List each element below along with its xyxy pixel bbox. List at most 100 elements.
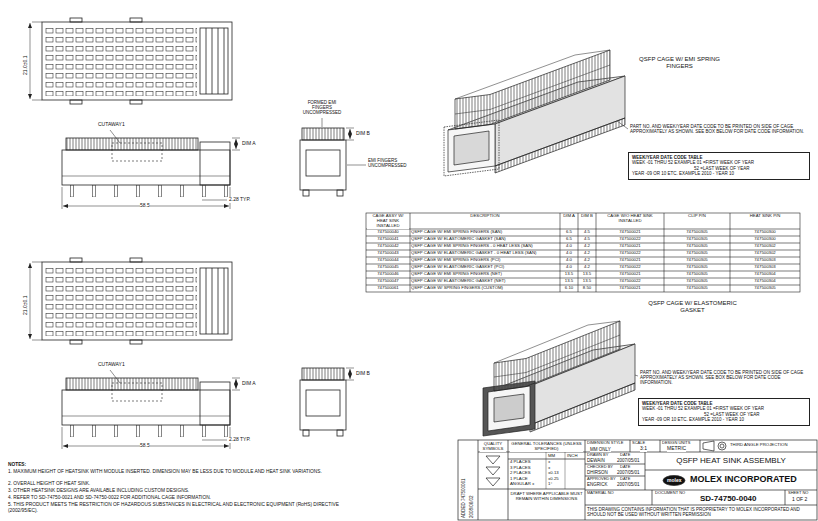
box-heading: WEEK/YEAR DATE CODE TABLE bbox=[632, 155, 806, 160]
table-cell: 4.2 bbox=[579, 258, 595, 263]
table-cell: 4.0 bbox=[561, 244, 577, 249]
title-block-text: METRIC bbox=[667, 446, 686, 452]
table-cell: 747500043 bbox=[367, 251, 409, 256]
table-cell: 13.5 bbox=[579, 279, 595, 284]
table-cell: 747500305 bbox=[665, 244, 729, 249]
title-block-text: 2007/05/01 bbox=[617, 458, 640, 463]
title-block-text: 3:1 bbox=[640, 446, 647, 452]
title-block-text: INCH bbox=[567, 454, 578, 459]
title-block-text: SCALE bbox=[632, 441, 645, 446]
callout-note: PART NO. AND WEEK/YEAR DATE CODE TO BE P… bbox=[630, 124, 808, 134]
dimension-label: 21.0±0.1 bbox=[23, 56, 29, 75]
table-cell: 747500021 bbox=[597, 272, 663, 277]
dimension-label: CUTAWAY1 bbox=[98, 362, 125, 368]
part-table-grid bbox=[366, 213, 800, 292]
table-cell: 4.2 bbox=[579, 265, 595, 270]
table-cell: CLIP P/N bbox=[665, 214, 729, 219]
title-block-text: MOLEX INCORPORATED bbox=[690, 474, 797, 484]
table-cell: 747500304 bbox=[731, 272, 799, 277]
title-block-text: molex bbox=[667, 478, 681, 484]
table-cell: DIM B bbox=[579, 214, 595, 219]
dimension-label: 2.28 TYP. bbox=[229, 437, 251, 443]
table-cell: 747500302 bbox=[731, 251, 799, 256]
dimension-label: DIM B bbox=[356, 371, 370, 377]
title-block-text: ±0.13 bbox=[548, 471, 559, 476]
table-cell: 747500046 bbox=[367, 272, 409, 277]
title-block-text: GENERAL TOLERANCES (UNLESS SPECIFIED) bbox=[510, 442, 583, 452]
table-cell: 747500040 bbox=[367, 230, 409, 235]
box-text: 52 =LAST WEEK OF YEAR bbox=[642, 412, 806, 417]
title-block-text: 4 PLACES bbox=[510, 460, 531, 465]
date-code-box: WEEK/YEAR DATE CODE TABLEWEEK -01 THRU 5… bbox=[638, 398, 810, 426]
box-heading: WEEK/YEAR DATE CODE TABLE bbox=[642, 401, 806, 406]
title-block-text: ADDED 747500061 bbox=[461, 478, 466, 518]
isometric-cage-gasket bbox=[483, 321, 635, 436]
box-text: WEEK -01 THRU 52 EXAMPLE 01 =FIRST WEEK … bbox=[642, 406, 806, 411]
table-cell: 4.0 bbox=[561, 251, 577, 256]
table-cell: 747500022 bbox=[597, 251, 663, 256]
table-cell: 747500022 bbox=[597, 265, 663, 270]
view-title: QSFP CAGE W/ EMI SPRING FINGERS bbox=[632, 56, 727, 70]
title-block-text: 2007/05/01 bbox=[617, 470, 640, 475]
table-cell: 747500044 bbox=[367, 258, 409, 263]
table-cell: 747500021 bbox=[597, 286, 663, 291]
title-block-text: MM ONLY bbox=[590, 447, 611, 452]
dimension-label: CUTAWAY1 bbox=[98, 122, 125, 128]
dimension-label: EMI FINGERS UNCOMPRESSED bbox=[368, 158, 402, 168]
table-cell: 13.5 bbox=[561, 272, 577, 277]
table-cell: QSFP CAGE W/ ELASTOMERIC GASKET - 0 HEAT… bbox=[411, 251, 559, 256]
callout-note: PART NO. AND WEEK/YEAR DATE CODE TO BE P… bbox=[640, 370, 812, 386]
title-block-text: 2008/06/02 bbox=[469, 495, 474, 518]
table-cell: 747500022 bbox=[597, 237, 663, 242]
title-block-text: ENGRICK bbox=[587, 482, 608, 487]
box-text: 52 =LAST WEEK OF YEAR bbox=[632, 166, 806, 171]
dimension-label: DIM B bbox=[356, 131, 370, 137]
title-block-text: 1 OF 2 bbox=[792, 497, 807, 503]
title-block-text: 2 PLACES bbox=[510, 471, 531, 476]
dimension-label: 2.28 TYP. bbox=[229, 197, 251, 203]
table-cell: QSFP CAGE W/ EMI SPRING FINGERS - 0 HEAT… bbox=[411, 244, 559, 249]
table-cell: 747500305 bbox=[665, 237, 729, 242]
box-text: WEEK -01 THRU 52 EXAMPLE 01 =FIRST WEEK … bbox=[632, 160, 806, 165]
note-text: 2. OVERALL HEIGHT OF HEAT SINK. bbox=[8, 481, 348, 487]
title-block-text: THIS DRAWING CONTAINS INFORMATION THAT I… bbox=[587, 507, 813, 517]
title-block-text: DATE bbox=[620, 477, 630, 482]
table-cell: HEAT SINK P/N bbox=[731, 214, 799, 219]
table-cell: DESCRIPTION bbox=[411, 214, 559, 219]
title-block-text: DHIRSON bbox=[587, 470, 608, 475]
title-block-text: DIMENSION STYLE bbox=[587, 441, 623, 446]
orthographic-views bbox=[30, 18, 354, 209]
title-block-text: DESIGN UNITS bbox=[662, 441, 690, 446]
table-cell: 4.0 bbox=[561, 265, 577, 270]
title-block-text: ± bbox=[548, 460, 550, 465]
table-cell: CAGE W/O HEAT SINK INSTALLED bbox=[597, 214, 663, 224]
table-cell: 6.5 bbox=[561, 237, 577, 242]
dimension-label: FORMED EMI FINGERS UNCOMPRESSED bbox=[300, 100, 344, 116]
table-cell: QSFP CAGE W/ SPRING FINGERS (CUSTOM) bbox=[411, 286, 559, 291]
table-cell: QSFP CAGE W/ ELASTOMERIC GASKET (NET) bbox=[411, 279, 559, 284]
table-cell: 747500047 bbox=[367, 279, 409, 284]
table-cell: 4.2 bbox=[579, 244, 595, 249]
date-code-box: WEEK/YEAR DATE CODE TABLEWEEK -01 THRU 5… bbox=[628, 152, 810, 180]
table-cell: QSFP CAGE W/ EMI SPRING FINGERS (SAN) bbox=[411, 230, 559, 235]
table-cell: 747500305 bbox=[665, 230, 729, 235]
note-text: 5. THIS PRODUCT MEETS THE RESTRICTION OF… bbox=[8, 502, 348, 513]
table-cell: 4.5 bbox=[579, 230, 595, 235]
table-cell: 747500302 bbox=[731, 244, 799, 249]
table-cell: 747500304 bbox=[731, 279, 799, 284]
dimension-label: 21.0±0.1 bbox=[23, 296, 29, 315]
table-cell: 6.5 bbox=[561, 230, 577, 235]
title-block-text: DRAFT WHERE APPLICABLE MUST REMAIN WITHI… bbox=[510, 492, 583, 502]
view-title: QSFP CAGE W/ ELASTOMERIC GASKET bbox=[645, 300, 740, 314]
table-cell: 8.50 bbox=[579, 286, 595, 291]
table-cell: 747500021 bbox=[597, 258, 663, 263]
table-cell: 747500042 bbox=[367, 244, 409, 249]
dimension-label: 58.5 bbox=[140, 443, 150, 449]
title-block-text: ANGULAR ± bbox=[510, 482, 534, 487]
box-text: YEAR -09 OR 10 ETC. EXAMPLE 2010 - YEAR … bbox=[642, 417, 806, 422]
table-cell: 747500021 bbox=[597, 244, 663, 249]
note-text: NOTES: bbox=[8, 462, 26, 468]
table-cell: 747500305 bbox=[665, 258, 729, 263]
title-block-text: MATERIAL NO bbox=[587, 491, 614, 496]
table-cell: 747500300 bbox=[731, 230, 799, 235]
